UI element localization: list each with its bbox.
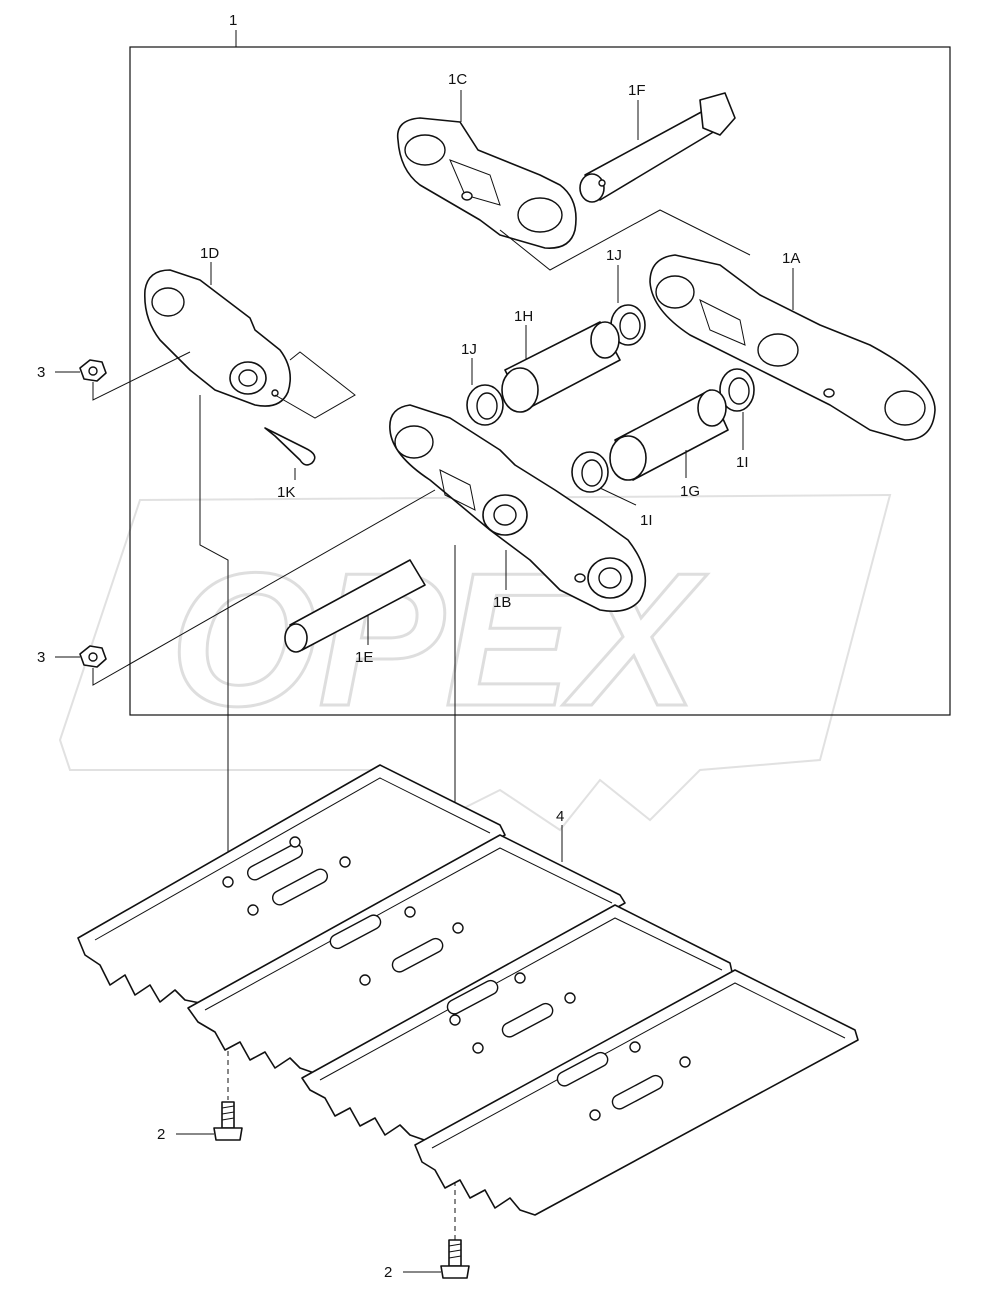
part-1e-pin	[284, 559, 426, 653]
label-1a: 1A	[782, 250, 800, 267]
part-1h-bushing	[501, 321, 621, 413]
part-3-nut-lower	[79, 645, 107, 668]
label-3-upper: 3	[37, 364, 45, 381]
part-1j-seal-lower	[466, 384, 504, 426]
label-1i-lower: 1I	[640, 512, 653, 529]
assembly-frame	[129, 46, 951, 716]
part-1d-link	[143, 269, 291, 407]
part-2-bolt-upper	[213, 1101, 243, 1141]
label-3-lower: 3	[37, 649, 45, 666]
part-1c-link	[396, 117, 577, 249]
watermark: OPEX	[58, 493, 892, 832]
part-3-nut-upper	[79, 359, 107, 382]
shoe-holes	[222, 836, 691, 1121]
label-1e: 1E	[355, 649, 373, 666]
part-1b-link	[389, 404, 647, 613]
part-1k-cotter	[264, 427, 316, 466]
label-2-lower: 2	[384, 1264, 392, 1281]
label-1c: 1C	[448, 71, 467, 88]
part-2-bolt-lower	[440, 1239, 470, 1279]
part-1i-seal-upper	[719, 368, 755, 412]
label-1: 1	[229, 12, 237, 29]
label-1k: 1K	[277, 484, 295, 501]
label-1i-upper: 1I	[736, 454, 749, 471]
label-4: 4	[556, 808, 564, 825]
label-1f: 1F	[628, 82, 646, 99]
label-1j-lower: 1J	[461, 341, 477, 358]
part-1g-bushing	[609, 389, 729, 481]
part-4-track-shoes	[77, 764, 859, 1216]
label-2-upper: 2	[157, 1126, 165, 1143]
part-1i-seal-lower	[571, 451, 609, 493]
label-1g: 1G	[680, 483, 700, 500]
part-1f-pin	[579, 92, 736, 203]
label-1j-upper: 1J	[606, 247, 622, 264]
label-1b: 1B	[493, 594, 511, 611]
label-1h: 1H	[514, 308, 533, 325]
part-1j-seal-upper	[610, 304, 646, 346]
label-1d: 1D	[200, 245, 219, 262]
part-1a-link	[649, 254, 936, 441]
